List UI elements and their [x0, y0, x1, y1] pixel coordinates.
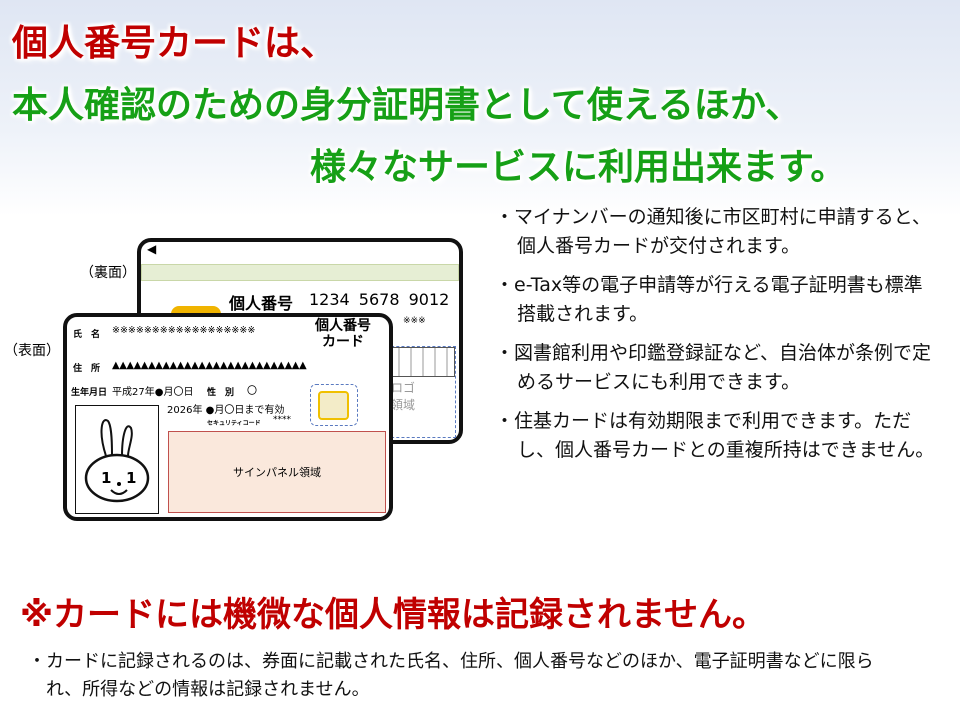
sign-panel: サインパネル領域: [168, 431, 386, 513]
birth-label: 生年月日: [71, 388, 108, 398]
heading-line-2: 本人確認のための身分証明書として使えるほか、: [12, 85, 802, 126]
heading-line-3: 様々なサービスに利用出来ます。: [310, 147, 847, 188]
name-value: ※※※※※※※※※※※※※※※※※※: [112, 325, 256, 336]
address-label: 住 所: [73, 364, 101, 374]
marks: ※※※: [403, 316, 426, 326]
sex-label: 性 別: [207, 388, 235, 398]
card-front: 氏 名 ※※※※※※※※※※※※※※※※※※ 個人番号カード 住 所 ▲▲▲▲▲…: [63, 313, 393, 521]
front-label: （表面）: [4, 343, 60, 359]
heading-line-1: 個人番号カードは、: [12, 23, 337, 64]
sex-value: 〇: [247, 386, 257, 397]
arrow-icon: ◀: [147, 242, 157, 256]
stripe: [141, 264, 459, 281]
bullet-list: ・マイナンバーの通知後に市区町村に申請すると、個人番号カードが交付されます。 ・…: [495, 203, 940, 475]
ic-chip-icon: [318, 391, 349, 420]
svg-text:1: 1: [126, 469, 136, 487]
security-value: ****: [273, 415, 291, 425]
logo-text2: 領域: [391, 398, 416, 412]
warning-banner: ※カードには機微な個人情報は記録されません。: [20, 595, 767, 635]
card-title-1: 個人番号: [315, 318, 371, 334]
security-label: セキュリティコード: [207, 420, 261, 427]
ic-chip-area: [310, 384, 358, 426]
number-label: 個人番号: [229, 294, 294, 313]
card-title-2: カード: [322, 334, 364, 350]
logo-text: ロゴ: [391, 381, 416, 395]
bullet-item: ・住基カードは有効期限まで利用できます。ただし、個人番号カードとの重複所持はでき…: [495, 410, 935, 461]
back-label: （裏面）: [80, 265, 136, 281]
birth-value: 平成27年●月〇日: [112, 387, 194, 398]
logo-area: ロゴ 領域: [386, 346, 456, 438]
svg-text:1: 1: [101, 469, 111, 487]
expiry: 2026年 ●月〇日まで有効: [167, 405, 285, 416]
bullet-item: ・マイナンバーの通知後に市区町村に申請すると、個人番号カードが交付されます。: [495, 206, 931, 257]
bullet-item: ・図書館利用や印鑑登録証など、自治体が条例で定めるサービスにも利用できます。: [495, 342, 932, 393]
address-value: ▲▲▲▲▲▲▲▲▲▲▲▲▲▲▲▲▲▲▲▲▲▲▲▲▲▲▲: [112, 360, 307, 371]
footnote: ・カードに記録されるのは、券面に記載された氏名、住所、個人番号などのほか、電子証…: [28, 651, 874, 700]
name-label: 氏 名: [73, 330, 101, 340]
number-value: 1234 5678 9012: [309, 290, 450, 309]
card-title: 個人番号カード: [315, 318, 371, 350]
bullet-item: ・e-Tax等の電子申請等が行える電子証明書も標準搭載されます。: [495, 274, 923, 325]
